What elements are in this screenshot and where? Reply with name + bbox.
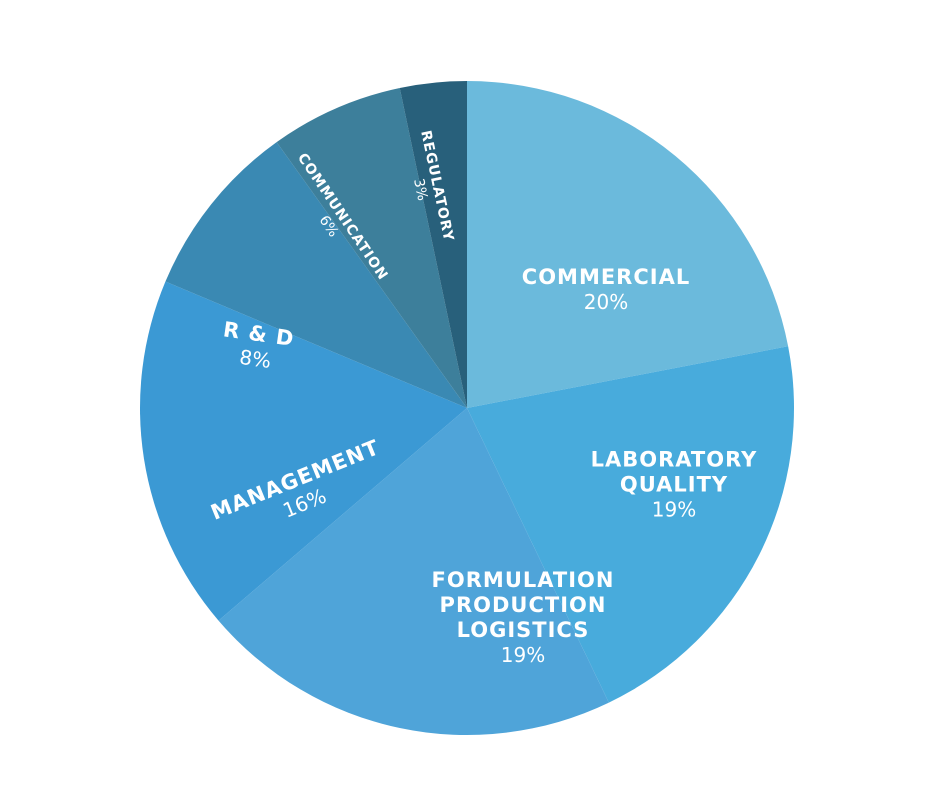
pie-slice-laboratory-quality <box>467 346 794 703</box>
label-formulation: FORMULATION PRODUCTION LOGISTICS 19% <box>432 568 615 668</box>
pie-slice-formulation-production-logistics <box>218 408 609 736</box>
pie-slice-management <box>140 281 467 621</box>
pie-slice-commercial <box>467 81 789 408</box>
slice-name: LOGISTICS <box>456 618 590 642</box>
slice-name: FORMULATION <box>431 568 615 592</box>
pie-slice-regulatory <box>399 81 467 408</box>
label-r-and-d: R & D 8% <box>218 317 296 376</box>
slice-name: QUALITY <box>619 472 729 497</box>
slice-value: 19% <box>500 643 546 667</box>
pie-slice-communication <box>276 87 467 408</box>
slice-value: 20% <box>583 290 629 314</box>
slice-name: PRODUCTION <box>439 593 607 617</box>
slice-name: COMMERCIAL <box>521 265 691 289</box>
pie-slice-r-d <box>165 142 468 408</box>
label-laboratory-quality: LABORATORY QUALITY 19% <box>591 448 758 523</box>
label-commercial: COMMERCIAL 20% <box>522 265 690 315</box>
slice-name: LABORATORY <box>590 447 758 472</box>
slice-value: 19% <box>651 497 697 522</box>
